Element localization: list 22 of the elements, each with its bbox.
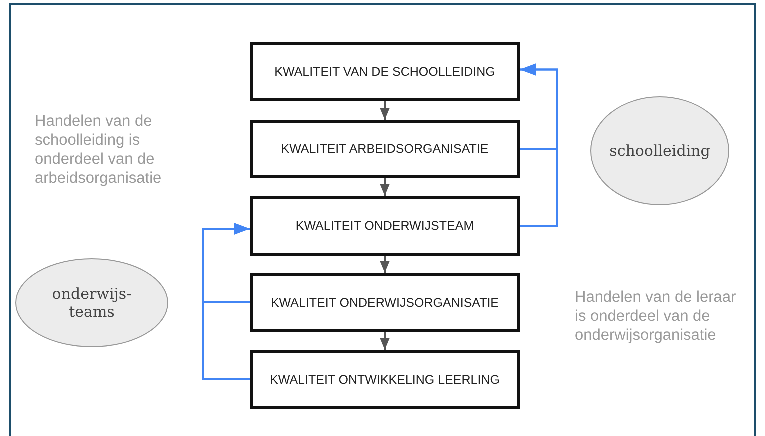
node-text: KWALITEIT ONDERWIJSORGANISATIE [270, 296, 500, 310]
node-text: KWALITEIT VAN DE SCHOOLLEIDING [274, 64, 496, 78]
arrow [202, 223, 250, 380]
ellipse-node [590, 96, 730, 206]
note-text: Handelen van de schoolleiding is onderdeel van de arbeidsorganisatie [35, 112, 163, 188]
process-box [250, 120, 520, 178]
arrow [380, 178, 390, 196]
node-text: KWALITEIT ARBEIDSORGANISATIE [281, 142, 489, 156]
node-text: KWALITEIT ONTWIKKELING LEERLING [270, 372, 500, 386]
process-box [250, 42, 520, 101]
node-text: KWALITEIT ONDERWIJSTEAM [296, 219, 474, 233]
process-box [250, 350, 520, 409]
process-box [250, 273, 520, 332]
arrow [380, 332, 390, 350]
arrow [380, 101, 390, 120]
node-text: schoolleiding [610, 142, 710, 160]
process-box [250, 196, 520, 256]
arrow [520, 64, 558, 227]
note-text: Handelen van de leraar is onderdeel van de onderwijsorganisatie [575, 288, 738, 345]
node-text: onderwijs- teams [51, 285, 133, 321]
ellipse-node [15, 258, 169, 348]
arrow [380, 256, 390, 273]
